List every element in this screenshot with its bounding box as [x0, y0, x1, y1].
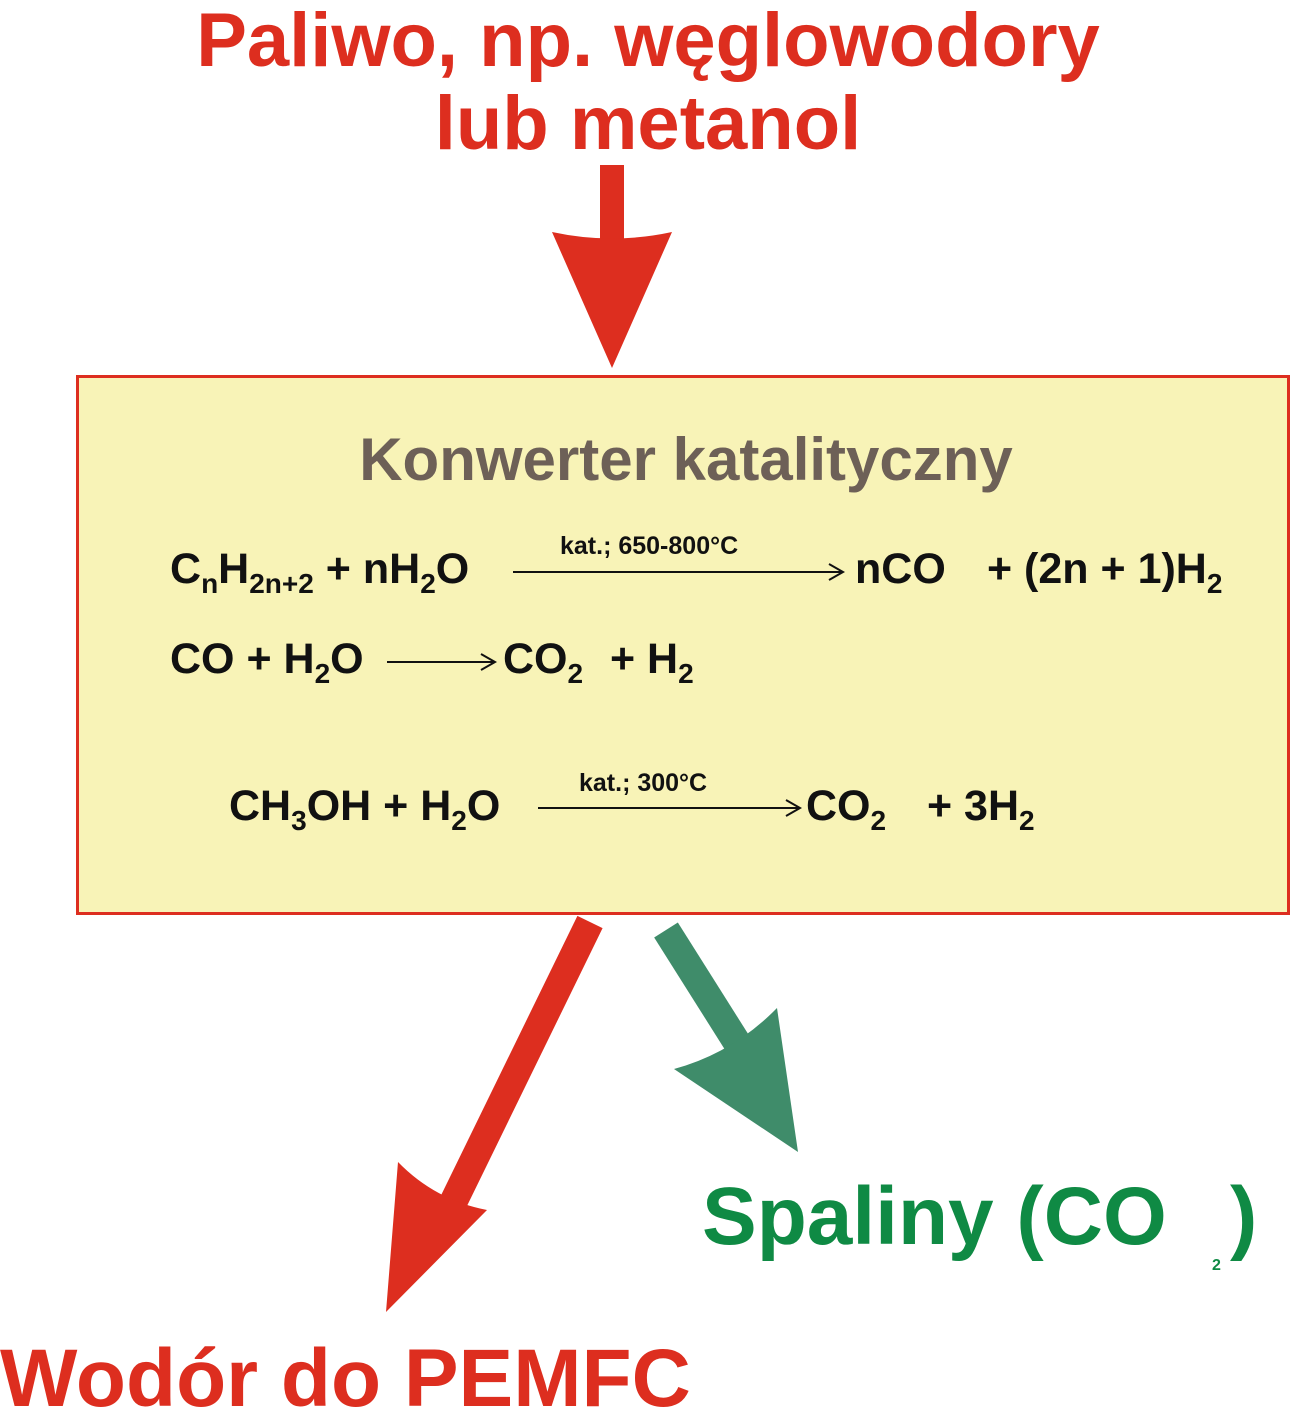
fuel-input-arrow	[552, 165, 672, 368]
hydrogen-label: Wodór do PEMFC	[0, 1333, 691, 1424]
equation-3-condition: kat.; 300°C	[579, 769, 708, 797]
catalytic-converter-box: Konwerter katalityczny CnH2n+2 + nH2O ka…	[76, 375, 1290, 915]
equation-3-arrow	[538, 799, 803, 817]
fuel-label-line2: lub metanol	[434, 81, 862, 166]
equation-2-product-co2: CO2	[503, 635, 584, 689]
exhaust-label: Spaliny (CO 2 )	[702, 1171, 1258, 1274]
equation-1-product-co: nCO	[855, 545, 946, 593]
equation-3-reactants: CH3OH + H2O	[229, 782, 501, 836]
equation-3-product-co2: CO2	[806, 782, 887, 836]
converter-title: Konwerter katalityczny	[359, 426, 1013, 493]
hydrogen-output-arrow	[386, 915, 603, 1312]
equation-1-product-h2: + (2n + 1)H2	[987, 545, 1223, 599]
equation-2-reactants: CO + H2O	[170, 635, 364, 689]
exhaust-output-arrow	[654, 922, 798, 1152]
equation-3-product-h2: + 3H2	[927, 782, 1035, 836]
equation-1-condition: kat.; 650-800°C	[560, 532, 739, 560]
fuel-label-line1: Paliwo, np. węglowodory	[196, 0, 1100, 83]
equation-2-arrow	[387, 653, 498, 671]
equation-1-reactants: CnH2n+2 + nH2O	[170, 545, 470, 599]
equation-1-arrow	[513, 563, 846, 581]
equation-2-product-h2: + H2	[610, 635, 694, 689]
